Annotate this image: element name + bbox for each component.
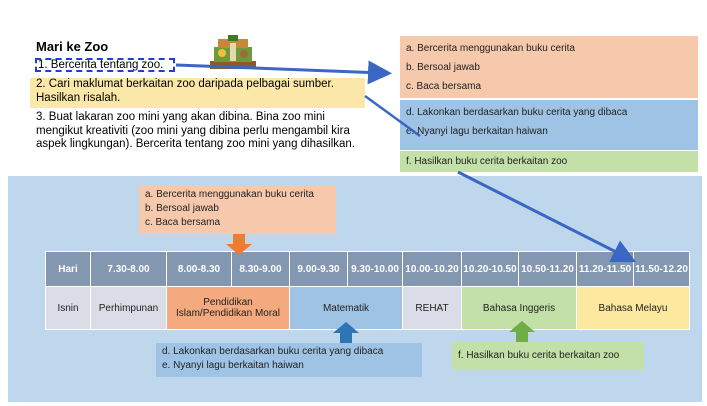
header-cell: Hari <box>45 251 91 287</box>
callout-activity-e: e. Nyanyi lagu berkaitan haiwan <box>162 360 304 371</box>
activity-e: e. Nyanyi lagu berkaitan haiwan <box>406 126 548 137</box>
header-cell: 7.30-8.00 <box>90 251 167 287</box>
cell-bahasa-inggeris: Bahasa Inggeris <box>461 286 577 330</box>
header-cell: 9.30-10.00 <box>347 251 403 287</box>
down-arrow-icon <box>226 234 252 255</box>
callout-activity-d: d. Lakonkan berdasarkan buku cerita yang… <box>162 346 384 357</box>
zoo-clipart-icon <box>208 33 258 71</box>
cell-perhimpunan: Perhimpunan <box>90 286 167 330</box>
timetable-header-row: Hari 7.30-8.00 8.00-8.30 8.30-9.00 9.00-… <box>45 251 690 287</box>
callout-activity-a: a. Bercerita menggunakan buku cerita <box>145 189 314 200</box>
activity-f: f. Hasilkan buku cerita berkaitan zoo <box>406 156 568 167</box>
up-arrow-icon <box>509 321 535 342</box>
timetable: Hari 7.30-8.00 8.00-8.30 8.30-9.00 9.00-… <box>45 251 690 330</box>
cell-rehat: REHAT <box>402 286 462 330</box>
day-cell: Isnin <box>45 286 91 330</box>
callout-abc: a. Bercerita menggunakan buku cerita b. … <box>139 185 336 234</box>
arrow-activity-f-to-bahasa-melayu <box>457 170 637 263</box>
activity-box-de: d. Lakonkan berdasarkan buku cerita yang… <box>400 100 698 150</box>
activity-c: c. Baca bersama <box>406 81 482 92</box>
task-1: 1. Bercerita tentang zoo. <box>35 58 175 72</box>
task-2: 2. Cari maklumat berkaitan zoo daripada … <box>30 78 365 108</box>
activity-box-f: f. Hasilkan buku cerita berkaitan zoo <box>400 151 698 172</box>
header-cell: 10.50-11.20 <box>518 251 577 287</box>
activity-a: a. Bercerita menggunakan buku cerita <box>406 43 575 54</box>
header-cell: 8.30-9.00 <box>231 251 290 287</box>
up-arrow-icon <box>333 322 359 343</box>
header-cell: 9.00-9.30 <box>289 251 348 287</box>
activity-d: d. Lakonkan berdasarkan buku cerita yang… <box>406 107 628 118</box>
callout-f: f. Hasilkan buku cerita berkaitan zoo <box>452 342 644 370</box>
callout-activity-f: f. Hasilkan buku cerita berkaitan zoo <box>458 350 620 361</box>
timetable-row-isnin: Isnin Perhimpunan Pendidikan Islam/Pendi… <box>45 286 690 330</box>
arrow-task1-to-activities <box>175 60 392 85</box>
line-task2-to-activities <box>364 94 421 138</box>
callout-activity-b: b. Bersoal jawab <box>145 203 219 214</box>
callout-activity-c: c. Baca bersama <box>145 217 221 228</box>
cell-bahasa-melayu: Bahasa Melayu <box>576 286 690 330</box>
task-3: 3. Buat lakaran zoo mini yang akan dibin… <box>36 111 355 150</box>
page-title: Mari ke Zoo <box>36 39 109 54</box>
activity-b: b. Bersoal jawab <box>406 62 480 73</box>
activity-box-abc: a. Bercerita menggunakan buku cerita b. … <box>400 36 698 98</box>
header-cell: 8.00-8.30 <box>166 251 232 287</box>
callout-de: d. Lakonkan berdasarkan buku cerita yang… <box>156 343 422 377</box>
header-cell: 11.50-12.20 <box>633 251 690 287</box>
